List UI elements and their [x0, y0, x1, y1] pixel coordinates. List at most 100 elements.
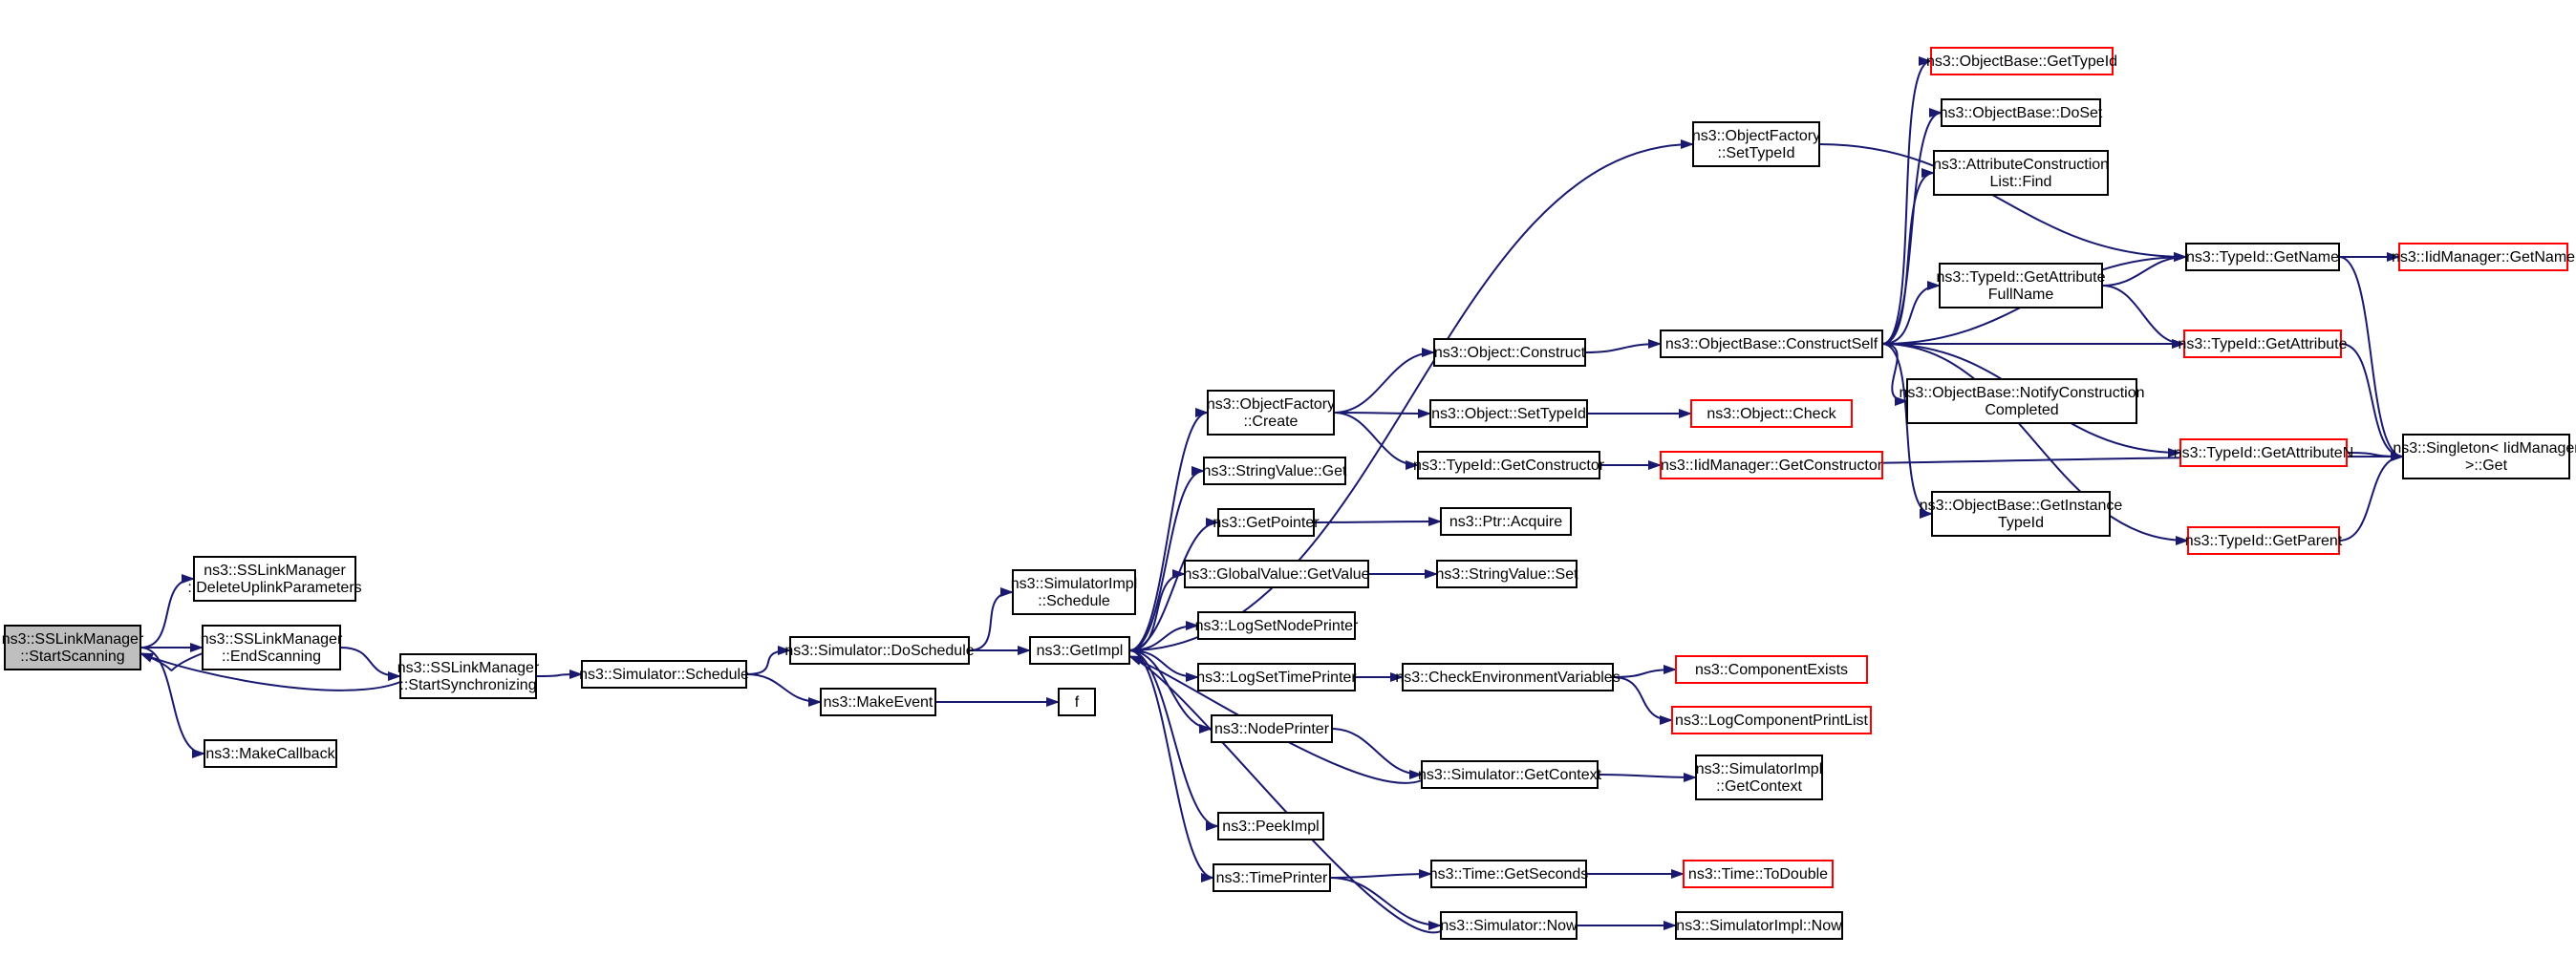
- graph-node-n37[interactable]: ns3::SimulatorImpl::Now: [1675, 911, 1843, 940]
- node-label: ns3::SimulatorImpl::Now: [1676, 918, 1842, 934]
- graph-node-n24[interactable]: ns3::Ptr::Acquire: [1440, 507, 1572, 536]
- graph-node-n1[interactable]: ns3::SSLinkManager::DeleteUplinkParamete…: [187, 556, 362, 602]
- graph-node-n2[interactable]: ns3::SSLinkManager::EndScanning: [201, 625, 343, 670]
- graph-node-n36[interactable]: ns3::Time::ToDouble: [1683, 860, 1834, 888]
- graph-node-n27[interactable]: ns3::Simulator::GetContext: [1418, 760, 1602, 789]
- graph-node-n6[interactable]: ns3::Simulator::DoSchedule: [784, 636, 975, 665]
- edge-n30-n41: [1881, 281, 1941, 345]
- node-label: ns3::ObjectBase::DoSet: [1940, 105, 2103, 121]
- graph-node-n39[interactable]: ns3::ObjectBase::DoSet: [1940, 98, 2103, 127]
- node-label: ::Schedule: [1038, 593, 1110, 609]
- node-label: ns3::LogSetNodePrinter: [1195, 618, 1359, 634]
- node-label: ns3::ObjectFactory: [1207, 396, 1335, 413]
- graph-node-n0[interactable]: ns3::SSLinkManager::StartScanning: [2, 625, 144, 670]
- node-label: ns3::GetPointer: [1213, 515, 1320, 531]
- node-box: [820, 688, 936, 716]
- node-box: [1440, 911, 1578, 940]
- graph-node-n47[interactable]: ns3::TypeId::GetParent: [2185, 526, 2343, 555]
- node-box: [1675, 911, 1843, 940]
- graph-node-n15[interactable]: ns3::LogSetNodePrinter: [1195, 611, 1359, 640]
- graph-node-n12[interactable]: ns3::StringValue::Get: [1203, 457, 1347, 485]
- node-label: ns3::CheckEnvironmentVariables: [1395, 670, 1620, 686]
- node-box: [2398, 243, 2568, 271]
- edge-n21-n30: [1584, 339, 1662, 353]
- graph-node-n33[interactable]: ns3::ComponentExists: [1675, 655, 1868, 684]
- edge-n41-n44: [2101, 252, 2187, 287]
- node-label: ns3::Time::GetSeconds: [1429, 866, 1589, 883]
- graph-node-n11[interactable]: ns3::ObjectFactory::Create: [1207, 390, 1335, 436]
- graph-node-n38[interactable]: ns3::ObjectBase::GetTypeId: [1926, 47, 2117, 75]
- node-box: [2402, 434, 2570, 479]
- node-box: [1933, 150, 2109, 196]
- node-box: [193, 556, 356, 602]
- node-box: [581, 660, 747, 689]
- graph-node-n7[interactable]: ns3::MakeEvent: [820, 688, 936, 716]
- graph-node-n3[interactable]: ns3::MakeCallback: [204, 739, 337, 768]
- edge-n20-n44: [1818, 143, 2187, 262]
- node-box: [1421, 760, 1599, 789]
- graph-node-n28[interactable]: ns3::Time::GetSeconds: [1429, 860, 1589, 888]
- edge-n30-n42: [1881, 343, 1908, 406]
- graph-node-n42[interactable]: ns3::ObjectBase::NotifyConstructionCompl…: [1899, 378, 2145, 424]
- graph-node-n20[interactable]: ns3::ObjectFactory::SetTypeId: [1692, 121, 1820, 167]
- edge-n9-n11: [1128, 408, 1209, 651]
- graph-node-n17[interactable]: ns3::NodePrinter: [1211, 714, 1333, 743]
- node-label: ns3::Simulator::DoSchedule: [784, 643, 974, 659]
- node-label: ns3::IidManager::GetName: [2392, 249, 2575, 266]
- node-label: ns3::ObjectBase::ConstructSelf: [1665, 336, 1878, 352]
- graph-node-n21[interactable]: ns3::Object::Construct: [1433, 338, 1586, 367]
- graph-node-n48[interactable]: ns3::IidManager::GetName: [2392, 243, 2575, 271]
- node-box: [1939, 263, 2103, 308]
- node-label: Completed: [1985, 402, 2058, 418]
- graph-node-n34[interactable]: ns3::LogComponentPrintList: [1671, 706, 1872, 734]
- graph-node-n5[interactable]: ns3::Simulator::Schedule: [579, 660, 749, 689]
- node-label: ns3::TypeId::GetAttributeN: [2174, 445, 2354, 461]
- edge-n4-n0: [140, 652, 401, 691]
- node-box: [1058, 688, 1096, 716]
- graph-node-n49[interactable]: ns3::Singleton< IidManager>::Get: [2393, 434, 2576, 479]
- graph-node-n35[interactable]: ns3::SimulatorImpl::GetContext: [1695, 755, 1823, 800]
- node-label: ::StartScanning: [20, 649, 124, 665]
- graph-node-n8[interactable]: ns3::SimulatorImpl::Schedule: [1011, 569, 1138, 615]
- graph-node-n9[interactable]: ns3::GetImpl: [1029, 636, 1130, 665]
- graph-node-n29[interactable]: ns3::Simulator::Now: [1440, 911, 1578, 940]
- node-box: [4, 625, 141, 670]
- node-box: [1029, 636, 1130, 665]
- graph-node-n13[interactable]: ns3::GetPointer: [1213, 508, 1320, 537]
- graph-node-n26[interactable]: ns3::CheckEnvironmentVariables: [1395, 663, 1621, 691]
- node-label: ns3::GetImpl: [1037, 643, 1124, 659]
- node-label: ns3::ObjectBase::GetInstance: [1920, 498, 2123, 514]
- graph-node-n10[interactable]: f: [1058, 688, 1096, 716]
- edge-n9-n16: [1128, 649, 1199, 682]
- graph-node-n18[interactable]: ns3::PeekImpl: [1217, 812, 1324, 840]
- node-box: [1197, 663, 1356, 691]
- graph-node-n16[interactable]: ns3::LogSetTimePrinter: [1196, 663, 1357, 691]
- node-label: ns3::Object::Construct: [1434, 345, 1586, 361]
- edge-n0-n1: [140, 574, 195, 649]
- graph-node-n19[interactable]: ns3::TimePrinter: [1213, 863, 1331, 892]
- graph-node-n25[interactable]: ns3::StringValue::Set: [1435, 560, 1578, 588]
- graph-node-n23[interactable]: ns3::TypeId::GetConstructor: [1413, 451, 1605, 479]
- graph-node-n31[interactable]: ns3::Object::Check: [1690, 399, 1853, 428]
- node-box: [1207, 390, 1335, 436]
- node-label: ::Create: [1244, 414, 1299, 430]
- edge-n19-n29: [1329, 877, 1442, 930]
- node-box: [1675, 655, 1868, 684]
- graph-node-n14[interactable]: ns3::GlobalValue::GetValue: [1183, 560, 1370, 588]
- edge-n26-n34: [1612, 676, 1673, 725]
- graph-node-n30[interactable]: ns3::ObjectBase::ConstructSelf: [1660, 330, 1883, 358]
- node-label: ns3::TypeId::GetConstructor: [1413, 457, 1605, 474]
- graph-node-n22[interactable]: ns3::Object::SetTypeId: [1429, 399, 1588, 428]
- node-box: [1660, 330, 1883, 358]
- node-label: ns3::ObjectBase::NotifyConstruction: [1899, 385, 2144, 401]
- graph-node-n4[interactable]: ns3::SSLinkManager::StartSynchronizing: [397, 653, 540, 699]
- graph-node-n44[interactable]: ns3::TypeId::GetName: [2185, 243, 2340, 271]
- node-box: [2187, 526, 2340, 555]
- graph-node-n46[interactable]: ns3::TypeId::GetAttributeN: [2174, 438, 2354, 467]
- node-label: ns3::TypeId::GetParent: [2185, 533, 2343, 549]
- graph-node-n45[interactable]: ns3::TypeId::GetAttribute: [2179, 330, 2348, 358]
- graph-node-n32[interactable]: ns3::IidManager::GetConstructor: [1660, 451, 1883, 479]
